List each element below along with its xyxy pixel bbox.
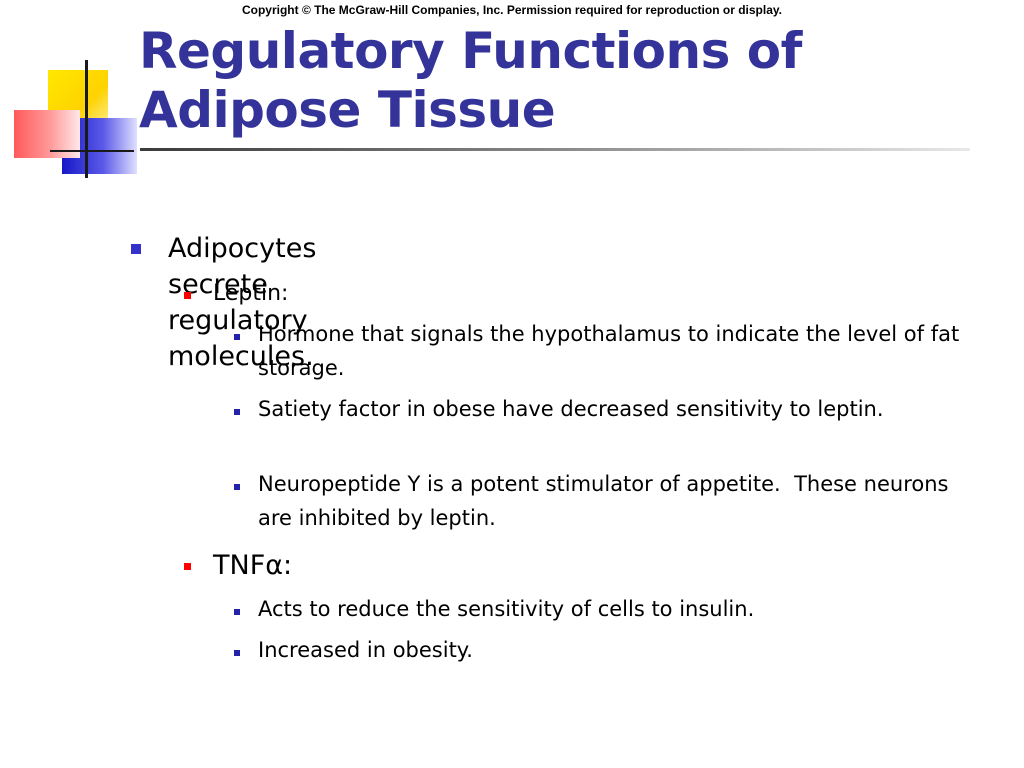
bullet-marker-level2 xyxy=(184,563,191,570)
copyright-notice: Copyright © The McGraw-Hill Companies, I… xyxy=(241,3,783,17)
bullet-marker-level3 xyxy=(234,409,240,415)
bullet-item-neuropeptide: Neuropeptide Y is a potent stimulator of… xyxy=(258,472,956,530)
bullet-item-leptin: Leptin: xyxy=(213,281,289,306)
decorative-squares-graphic xyxy=(0,0,140,180)
title-divider xyxy=(140,148,970,151)
bullet-marker-level3 xyxy=(234,609,240,615)
title-line-1: Regulatory Functions of xyxy=(139,22,802,80)
bullet-item-obesity: Increased in obesity. xyxy=(258,638,473,662)
slide-title: Regulatory Functions of Adipose Tissue xyxy=(139,22,802,140)
horizontal-line xyxy=(50,150,134,152)
bullet-item-tnf-alpha: TNFα: xyxy=(213,550,293,581)
bullet-marker-level3 xyxy=(234,484,240,490)
bullet-marker-level1 xyxy=(131,244,141,254)
bullet-marker-level3 xyxy=(234,650,240,656)
bullet-item-satiety: Satiety factor in obese have decreased s… xyxy=(258,397,884,421)
vertical-line xyxy=(85,60,88,178)
bullet-marker-level3 xyxy=(234,334,240,340)
bullet-item-adipocytes: Adipocytes secrete regulatory molecules. xyxy=(168,233,317,372)
bullet-item-insulin: Acts to reduce the sensitivity of cells … xyxy=(258,597,755,621)
title-line-2: Adipose Tissue xyxy=(139,81,556,139)
bullet-item-hormone: Hormone that signals the hypothalamus to… xyxy=(258,322,960,380)
bullet-marker-level2 xyxy=(184,292,191,299)
